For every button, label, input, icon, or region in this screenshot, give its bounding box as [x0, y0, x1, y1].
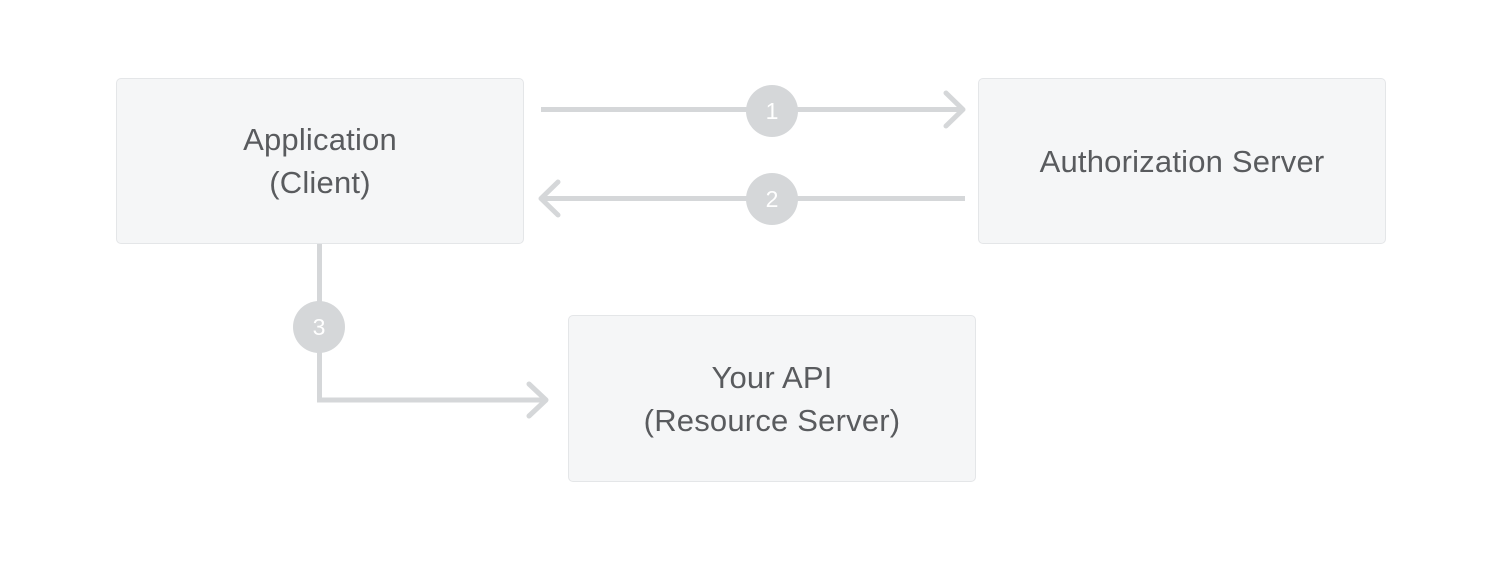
node-authorization-server-label: Authorization Server	[1039, 143, 1325, 179]
edge-1-arrowhead-right	[943, 90, 966, 129]
edge-3-application-to-your-api	[317, 244, 549, 419]
step-badge-2[interactable]: 2	[746, 173, 798, 225]
edge-2-arrowhead-left	[538, 179, 561, 218]
edge-3-line	[317, 244, 546, 403]
node-your-api-label: Your API (Resource Server)	[643, 359, 901, 438]
node-application[interactable]: Application (Client)	[116, 78, 524, 244]
node-your-api[interactable]: Your API (Resource Server)	[568, 315, 976, 482]
step-badge-1[interactable]: 1	[746, 85, 798, 137]
step-badge-3[interactable]: 3	[293, 301, 345, 353]
edge-3-arrowhead-right	[526, 381, 549, 419]
node-application-label: Application (Client)	[243, 122, 397, 200]
node-authorization-server[interactable]: Authorization Server	[978, 78, 1386, 244]
